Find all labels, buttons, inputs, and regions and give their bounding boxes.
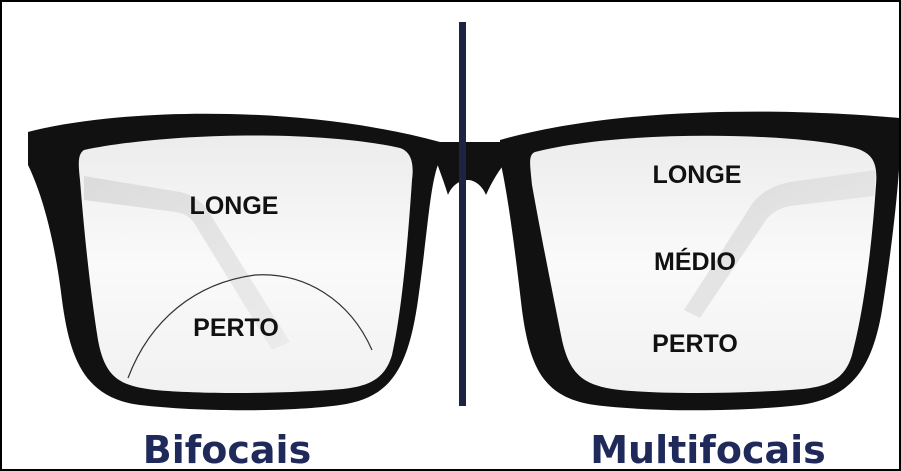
bifocal-far-label: LONGE [190, 192, 279, 220]
temple-reflection-left [84, 176, 290, 350]
multifocal-far-label: LONGE [653, 161, 742, 189]
left-lens [78, 135, 413, 393]
divider-line [459, 22, 466, 406]
multifocal-near-label: PERTO [652, 330, 738, 358]
bifocal-near-label: PERTO [193, 314, 279, 342]
bifocal-segment-line [127, 274, 373, 379]
bifocal-caption: Bifocais [143, 428, 311, 471]
multifocal-intermediate-label: MÉDIO [654, 247, 736, 276]
temple-reflection-right [684, 170, 876, 318]
multifocal-caption: Multifocais [590, 428, 826, 471]
